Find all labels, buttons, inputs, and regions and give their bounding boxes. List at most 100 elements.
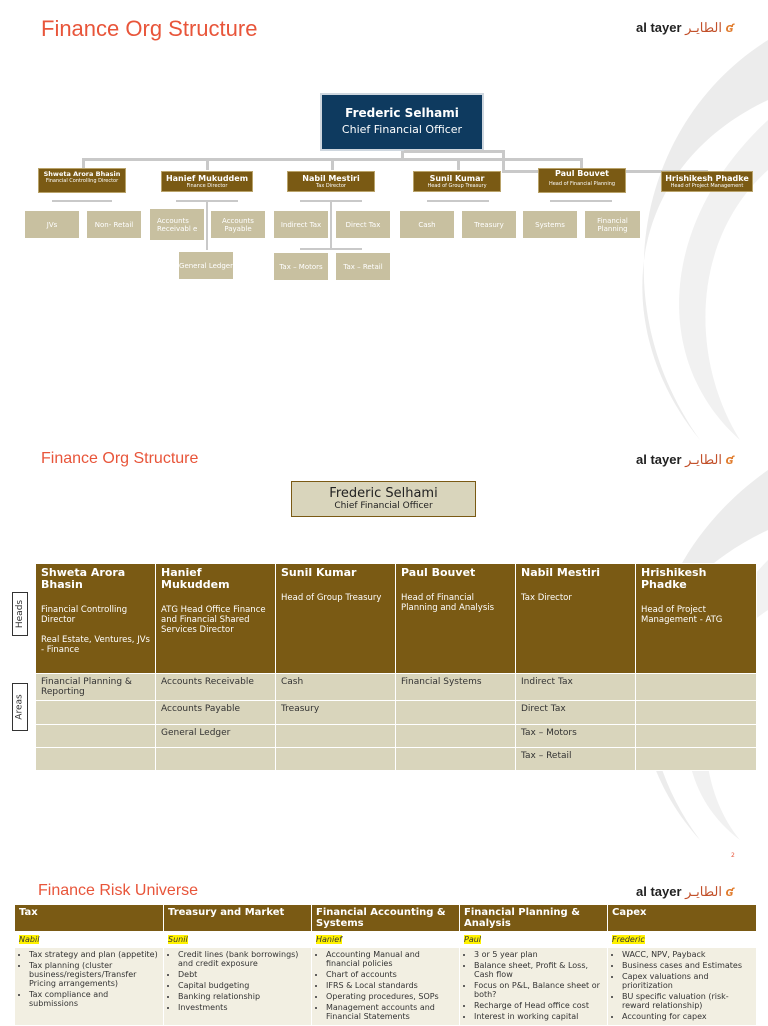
risk-item: Banking relationship bbox=[178, 992, 307, 1001]
subunit-box: JVs bbox=[25, 211, 79, 238]
connector bbox=[206, 200, 208, 250]
area-cell bbox=[635, 724, 757, 748]
brand-logo: al tayer الطايـر ʛ bbox=[636, 20, 733, 36]
area-cell bbox=[635, 673, 757, 701]
area-cell bbox=[35, 747, 156, 771]
area-cell bbox=[35, 724, 156, 748]
risk-items: Accounting Manual and financial policies… bbox=[311, 947, 460, 1026]
risk-item: BU specific valuation (risk-reward relat… bbox=[622, 992, 752, 1010]
director-box-3: Nabil Mestiri Tax Director bbox=[287, 171, 375, 192]
risk-items: 3 or 5 year plan Balance sheet, Profit &… bbox=[459, 947, 608, 1026]
area-cell: Direct Tax bbox=[515, 700, 636, 725]
area-cell bbox=[395, 724, 516, 748]
subunit-box: Financial Planning bbox=[585, 211, 640, 238]
risk-owner: Paul bbox=[459, 931, 608, 948]
connector bbox=[331, 158, 334, 170]
cfo-name: Frederic Selhami bbox=[345, 106, 459, 120]
connector bbox=[330, 200, 332, 250]
subunit-box: Cash bbox=[400, 211, 454, 238]
risk-item: Tax planning (cluster business/registers… bbox=[29, 961, 159, 988]
slide2-title: Finance Org Structure bbox=[41, 450, 199, 467]
connector bbox=[404, 150, 504, 153]
director-box-6: Hrishikesh Phadke Head of Project Manage… bbox=[661, 171, 753, 192]
brand-arabic: الطايـر bbox=[685, 884, 722, 899]
area-cell: Financial Planning & Reporting bbox=[35, 673, 156, 701]
director-role: Financial Controlling Director bbox=[45, 178, 119, 184]
risk-owner: Nabil bbox=[14, 931, 164, 948]
area-cell: Tax – Motors bbox=[515, 724, 636, 748]
area-cell: Cash bbox=[275, 673, 396, 701]
director-role: Head of Financial Planning bbox=[548, 181, 616, 187]
area-cell bbox=[155, 747, 276, 771]
subunit-box: Direct Tax bbox=[336, 211, 390, 238]
risk-item: Accounting for capex bbox=[622, 1012, 752, 1021]
connector bbox=[427, 200, 489, 202]
risk-items-row: Tax strategy and plan (appetite) Tax pla… bbox=[14, 947, 757, 1026]
director-name: Shweta Arora Bhasin bbox=[43, 171, 121, 178]
page-number: 2 bbox=[731, 852, 735, 859]
connector bbox=[401, 151, 404, 160]
director-name: Hrishikesh Phadke bbox=[665, 174, 749, 183]
risk-item: Focus on P&L, Balance sheet or both? bbox=[474, 981, 603, 999]
brand-arabic: الطايـر bbox=[685, 452, 722, 467]
connector bbox=[550, 200, 612, 202]
area-cell: Accounts Receivable bbox=[155, 673, 276, 701]
risk-owner: Frederic bbox=[607, 931, 757, 948]
director-box-2: Hanief Mukuddem Finance Director bbox=[161, 171, 253, 192]
areas-row: Accounts Payable Treasury Direct Tax bbox=[35, 700, 757, 725]
area-cell bbox=[275, 747, 396, 771]
director-name: Nabil Mestiri bbox=[302, 174, 360, 183]
connector bbox=[502, 150, 505, 172]
risk-header: Financial Accounting & Systems bbox=[311, 904, 460, 932]
area-cell: Tax – Retail bbox=[515, 747, 636, 771]
subunit-box: Systems bbox=[523, 211, 577, 238]
director-role: Head of Project Management bbox=[670, 183, 744, 189]
subunit-box: Accounts Receivabl e bbox=[150, 209, 204, 240]
risk-owner: Sunil bbox=[163, 931, 312, 948]
director-box-1: Shweta Arora Bhasin Financial Controllin… bbox=[38, 168, 126, 193]
heads-label: Heads bbox=[12, 592, 28, 636]
risk-item: Investments bbox=[178, 1003, 307, 1012]
brand-latin: al tayer bbox=[636, 20, 682, 35]
brand-logo: al tayer الطايـر ʛ bbox=[636, 452, 733, 468]
risk-item: Management accounts and Financial Statem… bbox=[326, 1003, 455, 1021]
risk-items: Tax strategy and plan (appetite) Tax pla… bbox=[14, 947, 164, 1026]
area-cell: Financial Systems bbox=[395, 673, 516, 701]
risk-item: Capital budgeting bbox=[178, 981, 307, 990]
risk-item: Capex valuations and prioritization bbox=[622, 972, 752, 990]
area-cell bbox=[395, 700, 516, 725]
risk-item: Chart of accounts bbox=[326, 970, 455, 979]
area-cell: Treasury bbox=[275, 700, 396, 725]
connector bbox=[580, 158, 583, 168]
subunit-box: Tax – Motors bbox=[274, 253, 328, 280]
risk-item: Interest in working capital bbox=[474, 1012, 603, 1021]
cfo-name: Frederic Selhami bbox=[329, 486, 438, 501]
subunit-box: General Ledger bbox=[179, 252, 233, 279]
brand-mark-icon: ʛ bbox=[725, 452, 734, 467]
area-cell: Accounts Payable bbox=[155, 700, 276, 725]
area-cell bbox=[635, 747, 757, 771]
slide3-title: Finance Risk Universe bbox=[38, 882, 199, 899]
risk-item: Tax compliance and submissions bbox=[29, 990, 159, 1008]
subunit-box: Accounts Payable bbox=[211, 211, 265, 238]
risk-item: Business cases and Estimates bbox=[622, 961, 752, 970]
cfo-box-2: Frederic Selhami Chief Financial Officer bbox=[291, 481, 476, 517]
director-name: Sunil Kumar bbox=[429, 174, 485, 183]
director-box-5: Paul Bouvet Head of Financial Planning bbox=[538, 168, 626, 193]
risk-header: Financial Planning & Analysis bbox=[459, 904, 608, 932]
connector bbox=[457, 158, 460, 170]
brand-latin: al tayer bbox=[636, 884, 682, 899]
subunit-box: Non- Retail bbox=[87, 211, 141, 238]
risk-header: Treasury and Market bbox=[163, 904, 312, 932]
cfo-role: Chief Financial Officer bbox=[341, 123, 463, 136]
risk-item: Operating procedures, SOPs bbox=[326, 992, 455, 1001]
director-box-4: Sunil Kumar Head of Group Treasury bbox=[413, 171, 501, 192]
connector bbox=[52, 200, 112, 202]
risk-item: Recharge of Head office cost bbox=[474, 1001, 603, 1010]
